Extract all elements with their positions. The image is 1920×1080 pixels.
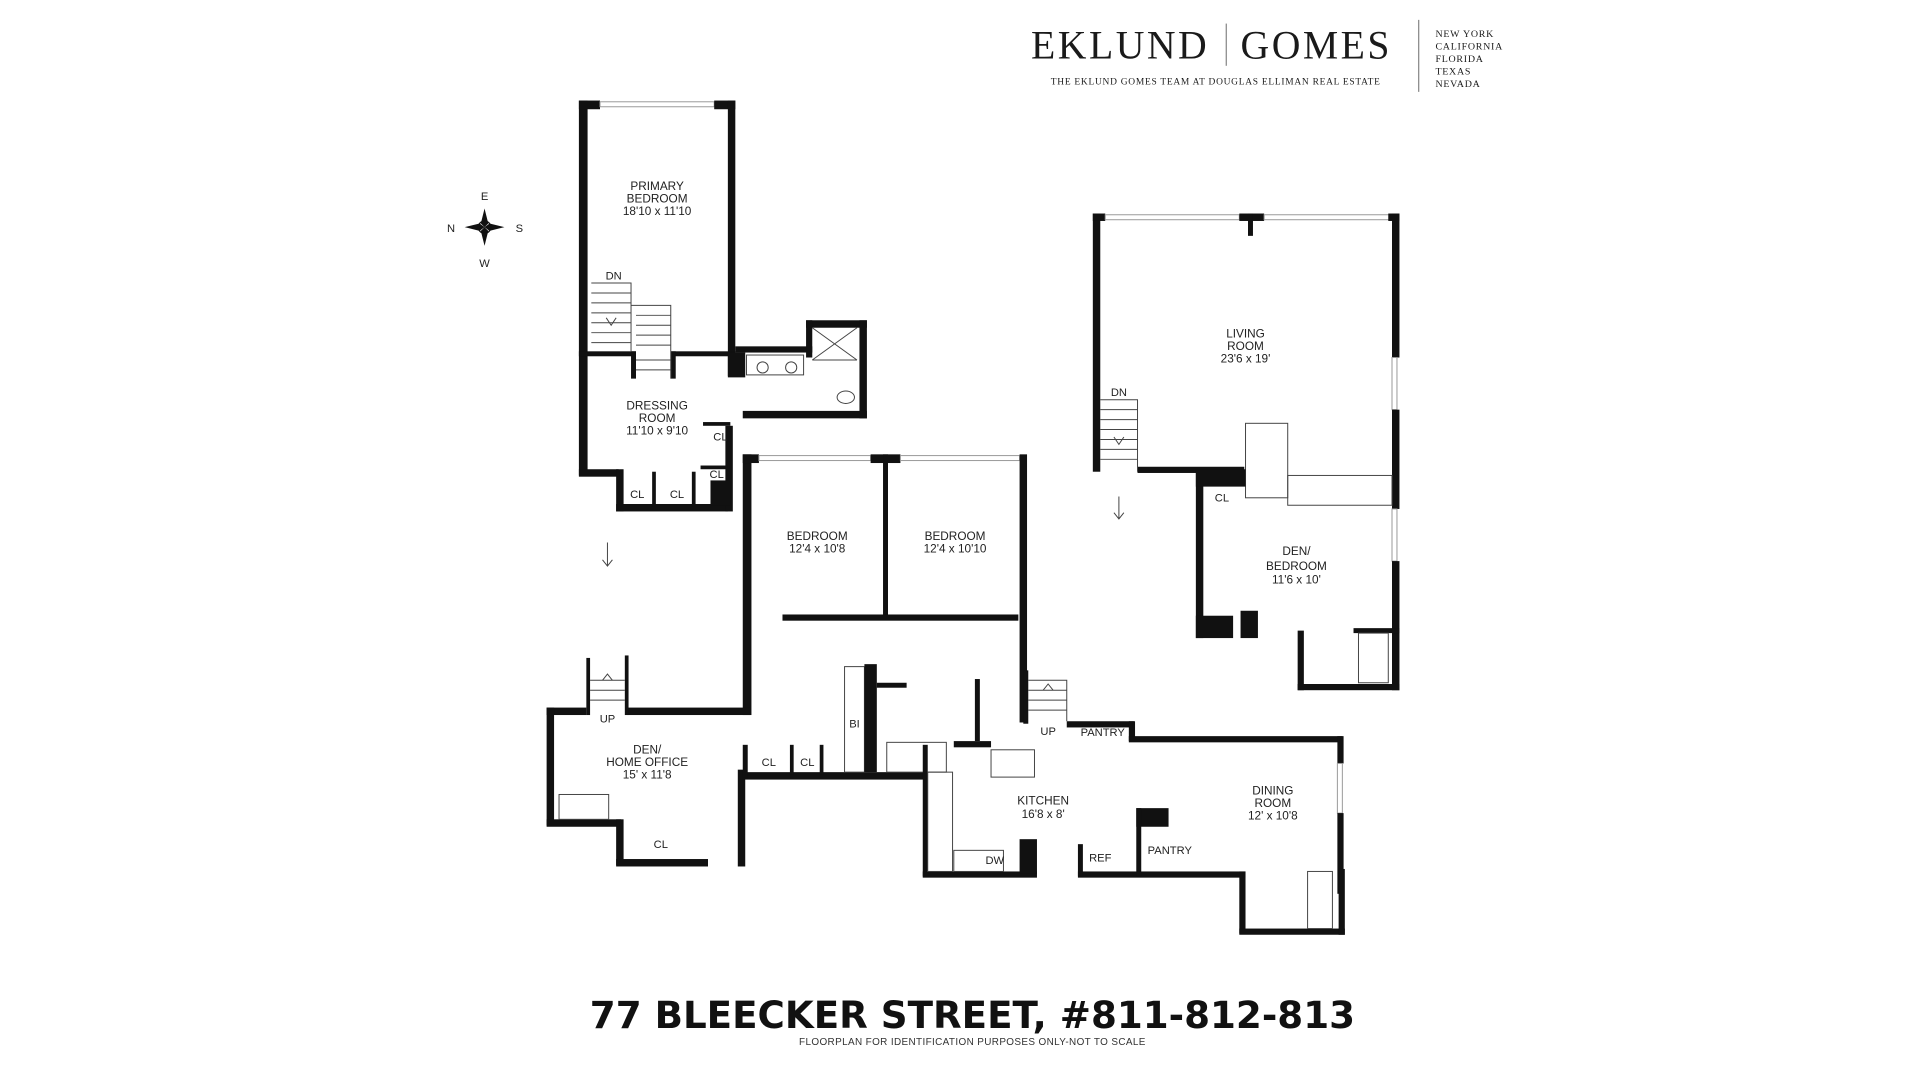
- closet-label: CL: [654, 839, 668, 851]
- room-size: 23'6 x 19': [1221, 352, 1271, 365]
- compass-s: S: [516, 223, 523, 235]
- room-name: PRIMARY: [630, 180, 684, 193]
- dishwasher-label: DW: [985, 855, 1004, 867]
- pantry-label: PANTRY: [1081, 727, 1126, 739]
- address-title: 77 BLEECKER STREET, #811-812-813: [590, 993, 1355, 1037]
- room-name: KITCHEN: [1017, 794, 1069, 807]
- room-name: ROOM: [639, 412, 676, 425]
- location: CALIFORNIA: [1435, 42, 1503, 53]
- pantry-label: PANTRY: [1148, 845, 1193, 857]
- room-name: BEDROOM: [1266, 560, 1327, 573]
- closet-label: CL: [800, 757, 814, 769]
- closet-label: CL: [670, 489, 684, 501]
- room-size: 15' x 11'8: [623, 768, 672, 781]
- room-bedroom-2: BEDROOM 12'4 x 10'10: [924, 530, 987, 555]
- room-kitchen: KITCHEN 16'8 x 8': [1017, 794, 1069, 821]
- room-name: ROOM: [1227, 340, 1264, 353]
- closet-label: CL: [630, 489, 644, 501]
- room-size: 12' x 10'8: [1248, 809, 1298, 822]
- room-size: 16'8 x 8': [1022, 808, 1065, 821]
- compass-icon: E W N S: [447, 191, 523, 270]
- stair-down-label: DN: [606, 270, 622, 282]
- closet-label: CL: [1215, 493, 1229, 505]
- location: NEVADA: [1435, 79, 1480, 90]
- room-den-home-office: DEN/ HOME OFFICE 15' x 11'8: [606, 744, 688, 782]
- room-living-room: LIVING ROOM 23'6 x 19': [1221, 328, 1271, 366]
- location: NEW YORK: [1435, 29, 1494, 40]
- location: FLORIDA: [1435, 54, 1483, 65]
- room-name: BEDROOM: [627, 192, 688, 205]
- room-name: LIVING: [1226, 328, 1265, 341]
- brand-logo: EKLUND GOMES THE EKLUND GOMES TEAM AT DO…: [1031, 19, 1503, 92]
- refrigerator-label: REF: [1089, 853, 1111, 865]
- built-in-label: BI: [849, 718, 860, 730]
- compass-w: W: [479, 258, 490, 270]
- brand-tagline: THE EKLUND GOMES TEAM AT DOUGLAS ELLIMAN…: [1051, 77, 1381, 87]
- room-size: 18'10 x 11'10: [623, 205, 692, 218]
- closet-label: CL: [710, 469, 724, 481]
- room-name: BEDROOM: [925, 530, 986, 543]
- compass-e: E: [481, 191, 488, 203]
- room-name: DEN/: [1282, 545, 1311, 558]
- room-name: DRESSING: [626, 400, 688, 413]
- stair-up-label: UP: [1040, 726, 1056, 738]
- location: TEXAS: [1435, 66, 1471, 77]
- room-size: 12'4 x 10'8: [789, 542, 846, 555]
- compass-n: N: [447, 223, 455, 235]
- room-dining-room: DINING ROOM 12' x 10'8: [1248, 784, 1298, 822]
- room-name: DINING: [1252, 784, 1293, 797]
- room-size: 11'10 x 9'10: [626, 424, 688, 437]
- closet-label: CL: [762, 757, 776, 769]
- fixture-labels: DN DN UP UP CL CL CL CL CL CL CL CL BI P…: [600, 270, 1229, 867]
- room-name: ROOM: [1254, 797, 1291, 810]
- closet-label: CL: [713, 432, 727, 444]
- brand-name-left: EKLUND: [1031, 23, 1209, 67]
- room-bedroom-1: BEDROOM 12'4 x 10'8: [787, 530, 848, 555]
- disclaimer: FLOORPLAN FOR IDENTIFICATION PURPOSES ON…: [799, 1037, 1146, 1048]
- room-name: BEDROOM: [787, 530, 848, 543]
- arrows: [602, 317, 1125, 691]
- room-size: 12'4 x 10'10: [924, 542, 987, 555]
- stair-down-label: DN: [1111, 387, 1127, 399]
- room-name: HOME OFFICE: [606, 756, 688, 769]
- walls: [546, 100, 1400, 935]
- room-name: DEN/: [633, 744, 662, 757]
- brand-name-right: GOMES: [1241, 23, 1392, 67]
- room-size: 11'6 x 10': [1272, 573, 1321, 586]
- stair-up-label: UP: [600, 713, 616, 725]
- room-primary-bedroom: PRIMARY BEDROOM 18'10 x 11'10: [623, 180, 692, 218]
- room-den-bedroom: DEN/ BEDROOM 11'6 x 10': [1266, 545, 1327, 587]
- room-dressing-room: DRESSING ROOM 11'10 x 9'10: [626, 400, 688, 438]
